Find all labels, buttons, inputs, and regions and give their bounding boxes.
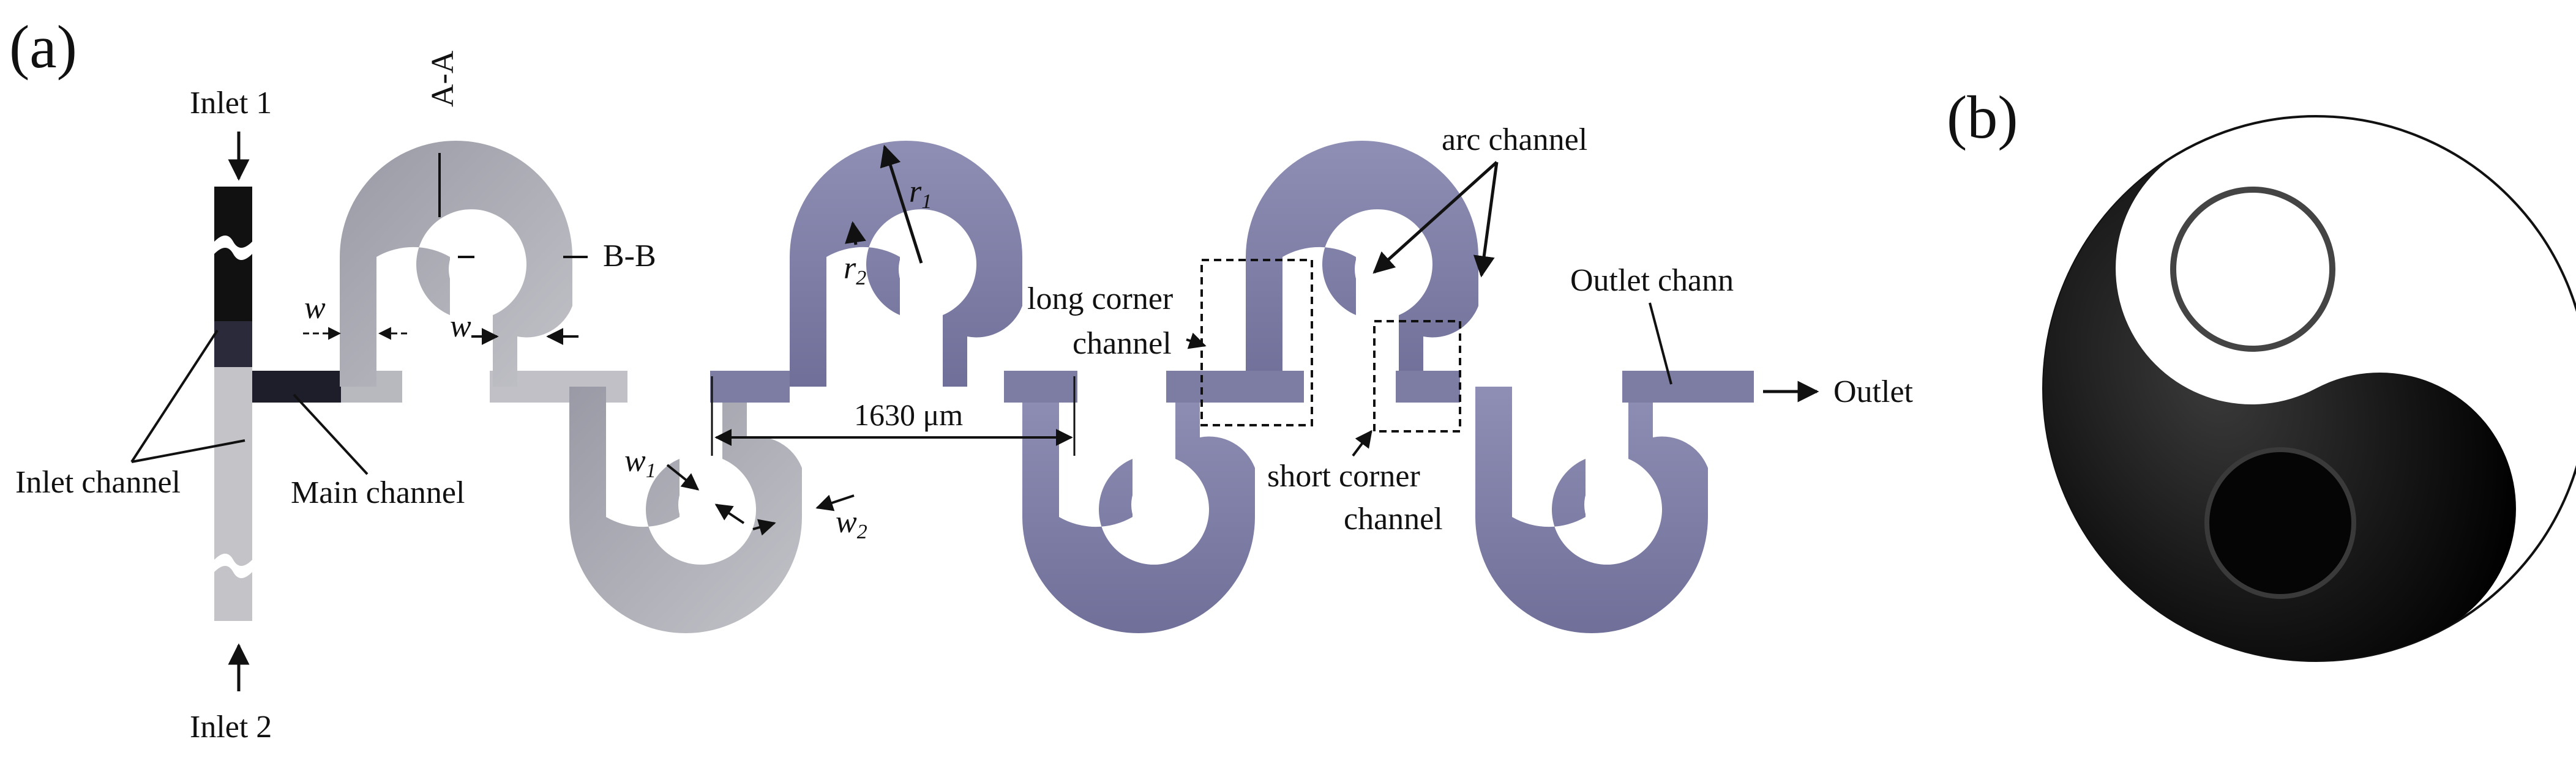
connector-pad-2 [1166,371,1304,403]
section-bb-label: B-B [603,239,656,273]
up-loop-1 [340,141,572,387]
up-loop-2 [790,141,1022,387]
w1-arrow-b [714,503,745,524]
down-loop-3 [1475,387,1708,633]
w2-arrow-b [815,494,855,511]
short-corner-arrow [1352,429,1372,457]
down-loop-hole-2 [1131,467,1207,543]
down-loop-hole-3 [1584,467,1660,543]
connector-pad-0 [710,371,790,403]
w2-arrow-a [752,519,776,536]
r1-arrow [880,144,923,264]
short-corner-label-2: channel [1344,502,1443,537]
long-corner-label-2: channel [1073,326,1172,361]
yin-black-half [2043,148,2516,661]
w-label-1: w [304,291,326,325]
dim-1630-label: 1630 μm [854,398,963,432]
main-channel-leader [293,393,369,475]
r2-arrow [845,221,866,245]
arc-channel-label: arc channel [1442,122,1587,157]
main-channel-label: Main channel [291,475,465,510]
w1-label: w1 [624,444,656,482]
inlet-channel-leader-2 [131,439,245,463]
inlet1-label: Inlet 1 [190,86,272,121]
inlet2-label: Inlet 2 [190,710,272,745]
inlet-channel [214,187,252,621]
panel-b-label: (b) [1947,83,2018,151]
yin-white-dot [2170,187,2335,352]
up-loop-hole-2 [899,231,975,307]
yang-black-dot [2204,447,2356,599]
outlet-label: Outlet [1833,374,1914,409]
inlet-channel-leader-1 [130,329,219,463]
inlet-channel-label: Inlet channel [15,465,181,500]
up-loop-hole-1 [449,231,525,307]
w-label-2: w [450,309,471,344]
w1-arrow [666,464,700,491]
down-loop-2 [1022,387,1255,633]
panel-a-label: (a) [9,13,77,81]
arc-channel-arrow-1 [1372,161,1498,274]
yin-yang-symbol [2042,115,2576,662]
connector-pad-3 [1396,371,1460,403]
r2-label: r2 [844,251,866,289]
serpentine-channels [340,141,1754,633]
connector-pad-4 [1622,371,1754,403]
r1-label: r1 [909,174,932,213]
outlet-channel-leader [1649,302,1672,385]
arc-channel-arrow-2 [1473,162,1499,278]
short-corner-box [1373,320,1461,433]
w2-label: w2 [836,505,867,543]
long-corner-arrow [1186,332,1207,349]
down-loop-1 [569,387,802,633]
up-loop-3 [1246,141,1478,387]
long-corner-label-1: long corner [1027,281,1173,316]
outlet-channel-label: Outlet chann [1570,263,1734,298]
connector-pad-1 [1004,371,1077,403]
up-loop-hole-3 [1355,231,1431,307]
section-aa-label: A-A [425,50,460,107]
short-corner-label-1: short corner [1267,459,1420,494]
